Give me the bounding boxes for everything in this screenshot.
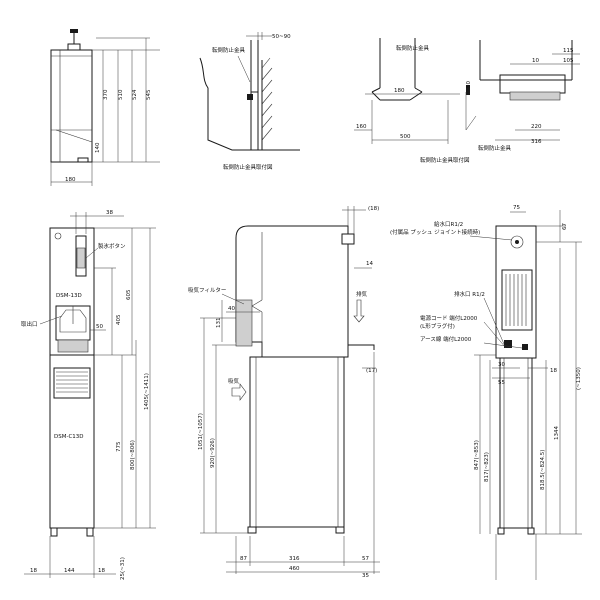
dim-57: 57 <box>362 556 369 562</box>
dim-67: 67 <box>562 223 568 230</box>
dim-180-right: 180 <box>394 88 405 94</box>
label-ice-button: 製氷ボタン <box>98 242 126 250</box>
dim-800: 800(~806) <box>130 440 136 470</box>
dim-35: 35 <box>362 573 369 579</box>
dim-220: 220 <box>531 124 542 130</box>
dim-50-90: 50~90 <box>272 34 291 40</box>
label-exhaust: 排気 <box>356 290 368 298</box>
exhaust-arrow-icon <box>353 299 365 323</box>
caption-right: 転倒防止金具取付図 <box>420 156 470 164</box>
label-drain: 排水口 R1/2 <box>454 290 485 298</box>
top-right-view: 115 10 105 180 50 160 500 220 316 転倒防止金具… <box>354 38 580 164</box>
label-intake: 吸気 <box>228 377 240 385</box>
dim-75: 75 <box>513 205 520 211</box>
dim-605: 605 <box>126 289 132 300</box>
caption-middle: 転倒防止金具取付図 <box>223 163 273 171</box>
dim-180: 180 <box>65 177 76 183</box>
dim-1350: (~1350) <box>576 367 582 390</box>
label-outlet: 取出口 <box>21 320 38 328</box>
dim-160: 160 <box>356 124 367 130</box>
dim-18-left: 18 <box>30 568 37 574</box>
dim-40: 40 <box>228 306 235 312</box>
bracket-label-1: 転倒防止金具 <box>212 46 246 54</box>
dim-144: 144 <box>64 568 75 574</box>
label-water-supply: 給水口R1/2 <box>434 220 463 228</box>
label-model-top: DSM-13D <box>56 293 82 299</box>
dim-818-5: 818.5(~824.5) <box>540 450 546 490</box>
side-view: 吸気フィルター 排気 吸気 (18) 14 (17) 40 131 1051(~… <box>188 206 380 579</box>
dim-131: 131 <box>216 318 222 329</box>
bracket-label-2: 転倒防止金具 <box>396 44 430 52</box>
dim-25: 25(~31) <box>120 557 126 580</box>
dim-38: 38 <box>106 210 113 216</box>
dim-524: 524 <box>132 89 138 100</box>
top-left-view: 370 510 524 545 140 180 <box>50 29 160 186</box>
intake-arrow-icon <box>231 383 247 401</box>
dim-847: 847(~853) <box>474 440 480 470</box>
dim-405: 405 <box>116 314 122 325</box>
dim-30: 30 <box>498 362 505 368</box>
label-model-bottom: DSM-C13D <box>54 434 84 440</box>
dim-460: 460 <box>289 566 300 572</box>
dim-545: 545 <box>146 89 152 100</box>
dim-55: 55 <box>498 380 505 386</box>
dim-17: (17) <box>366 368 377 374</box>
dim-50-front: 50 <box>96 324 103 330</box>
dim-920: 920(~926) <box>210 438 216 468</box>
dim-1344: 1344 <box>554 426 560 440</box>
dim-316-side: 316 <box>289 556 300 562</box>
dim-18-right: 18 <box>98 568 105 574</box>
dim-1051: 1051(~1057) <box>198 413 204 450</box>
label-plug: (L形プラグ付) <box>420 322 455 330</box>
dim-10: 10 <box>532 58 539 64</box>
dim-510: 510 <box>118 89 124 100</box>
front-view: 製氷ボタン DSM-13D 取出口 DSM-C13D 38 605 405 50… <box>21 210 156 580</box>
dim-115: 115 <box>563 48 574 54</box>
dim-370: 370 <box>103 89 109 100</box>
dim-140: 140 <box>95 142 101 153</box>
label-water-note: (付属品 プッシュ ジョイント接続時) <box>390 228 480 236</box>
dim-50-right: 50 <box>466 81 472 88</box>
dim-775: 775 <box>116 441 122 452</box>
dim-817: 817(~823) <box>484 452 490 482</box>
dim-87: 87 <box>240 556 247 562</box>
bracket-label-3: 転倒防止金具 <box>478 144 512 152</box>
dim-14: 14 <box>366 261 373 267</box>
label-power: 電源コード 端付L2000 <box>420 314 478 322</box>
label-filter: 吸気フィルター <box>188 286 226 294</box>
dim-105: 105 <box>563 58 574 64</box>
dim-1405: 1405(~1411) <box>144 373 150 410</box>
top-middle-view: 50~90 転倒防止金具 転倒防止金具取付図 <box>199 32 300 171</box>
label-earth: アース線 端付L2000 <box>420 335 472 343</box>
dim-500: 500 <box>400 134 411 140</box>
rear-view: 給水口R1/2 (付属品 プッシュ ジョイント接続時) 排水口 R1/2 電源コ… <box>390 205 582 580</box>
dim-18-side: (18) <box>368 206 379 212</box>
dim-18-rear: 18 <box>550 368 557 374</box>
dim-316: 316 <box>531 139 542 145</box>
